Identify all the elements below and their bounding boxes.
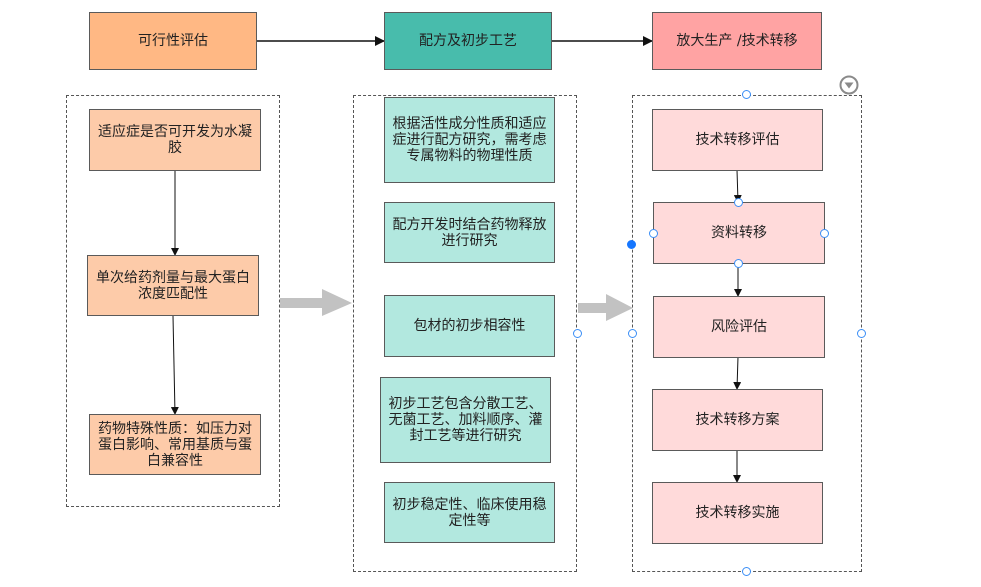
connection-handle-active[interactable] bbox=[627, 240, 636, 249]
connection-handle[interactable] bbox=[649, 229, 658, 238]
formulation-item[interactable]: 根据活性成分性质和适应症进行配方研究，需考虑专属物料的物理性质 bbox=[384, 97, 555, 183]
arrow-t3-to-t4 bbox=[733, 356, 742, 390]
transfer-item[interactable]: 技术转移方案 bbox=[652, 389, 823, 451]
connection-handle[interactable] bbox=[628, 329, 637, 338]
connection-handle[interactable] bbox=[734, 198, 743, 207]
connection-handle[interactable] bbox=[820, 229, 829, 238]
feasibility-item[interactable]: 单次给药剂量与最大蛋白浓度匹配性 bbox=[87, 255, 259, 316]
feasibility-item[interactable]: 药物特殊性质：如压力对蛋白影响、常用基质与蛋白兼容性 bbox=[89, 414, 261, 475]
connection-handle[interactable] bbox=[573, 329, 582, 338]
connection-handle[interactable] bbox=[742, 90, 751, 99]
stage-scale-up-transfer[interactable]: 放大生产 /技术转移 bbox=[652, 12, 822, 70]
connection-handle[interactable] bbox=[857, 329, 866, 338]
formulation-item[interactable]: 初步稳定性、临床使用稳定性等 bbox=[384, 482, 555, 543]
transfer-item[interactable]: 技术转移实施 bbox=[652, 482, 823, 544]
arrow-f2-to-f3 bbox=[170, 315, 179, 415]
block-arrow-right-icon bbox=[578, 294, 633, 321]
connection-handle[interactable] bbox=[734, 259, 743, 268]
group-feasibility[interactable] bbox=[66, 95, 280, 507]
transfer-item[interactable]: 风险评估 bbox=[653, 296, 825, 358]
feasibility-item[interactable]: 适应症是否可开发为水凝胶 bbox=[89, 109, 261, 171]
collapse-toggle-icon[interactable] bbox=[839, 75, 859, 95]
block-arrow-right-icon bbox=[280, 289, 352, 316]
formulation-item[interactable]: 包材的初步相容性 bbox=[384, 295, 555, 357]
formulation-item[interactable]: 初步工艺包含分散工艺、无菌工艺、加料顺序、灌封工艺等进行研究 bbox=[380, 377, 551, 463]
transfer-item-selected[interactable]: 资料转移 bbox=[653, 202, 825, 264]
arrow-t1-to-t2 bbox=[733, 169, 742, 203]
formulation-item[interactable]: 配方开发时结合药物释放进行研究 bbox=[384, 202, 555, 263]
connection-handle[interactable] bbox=[742, 567, 751, 576]
stage-formulation[interactable]: 配方及初步工艺 bbox=[384, 12, 552, 70]
transfer-item[interactable]: 技术转移评估 bbox=[652, 109, 823, 171]
stage-feasibility[interactable]: 可行性评估 bbox=[89, 12, 257, 70]
